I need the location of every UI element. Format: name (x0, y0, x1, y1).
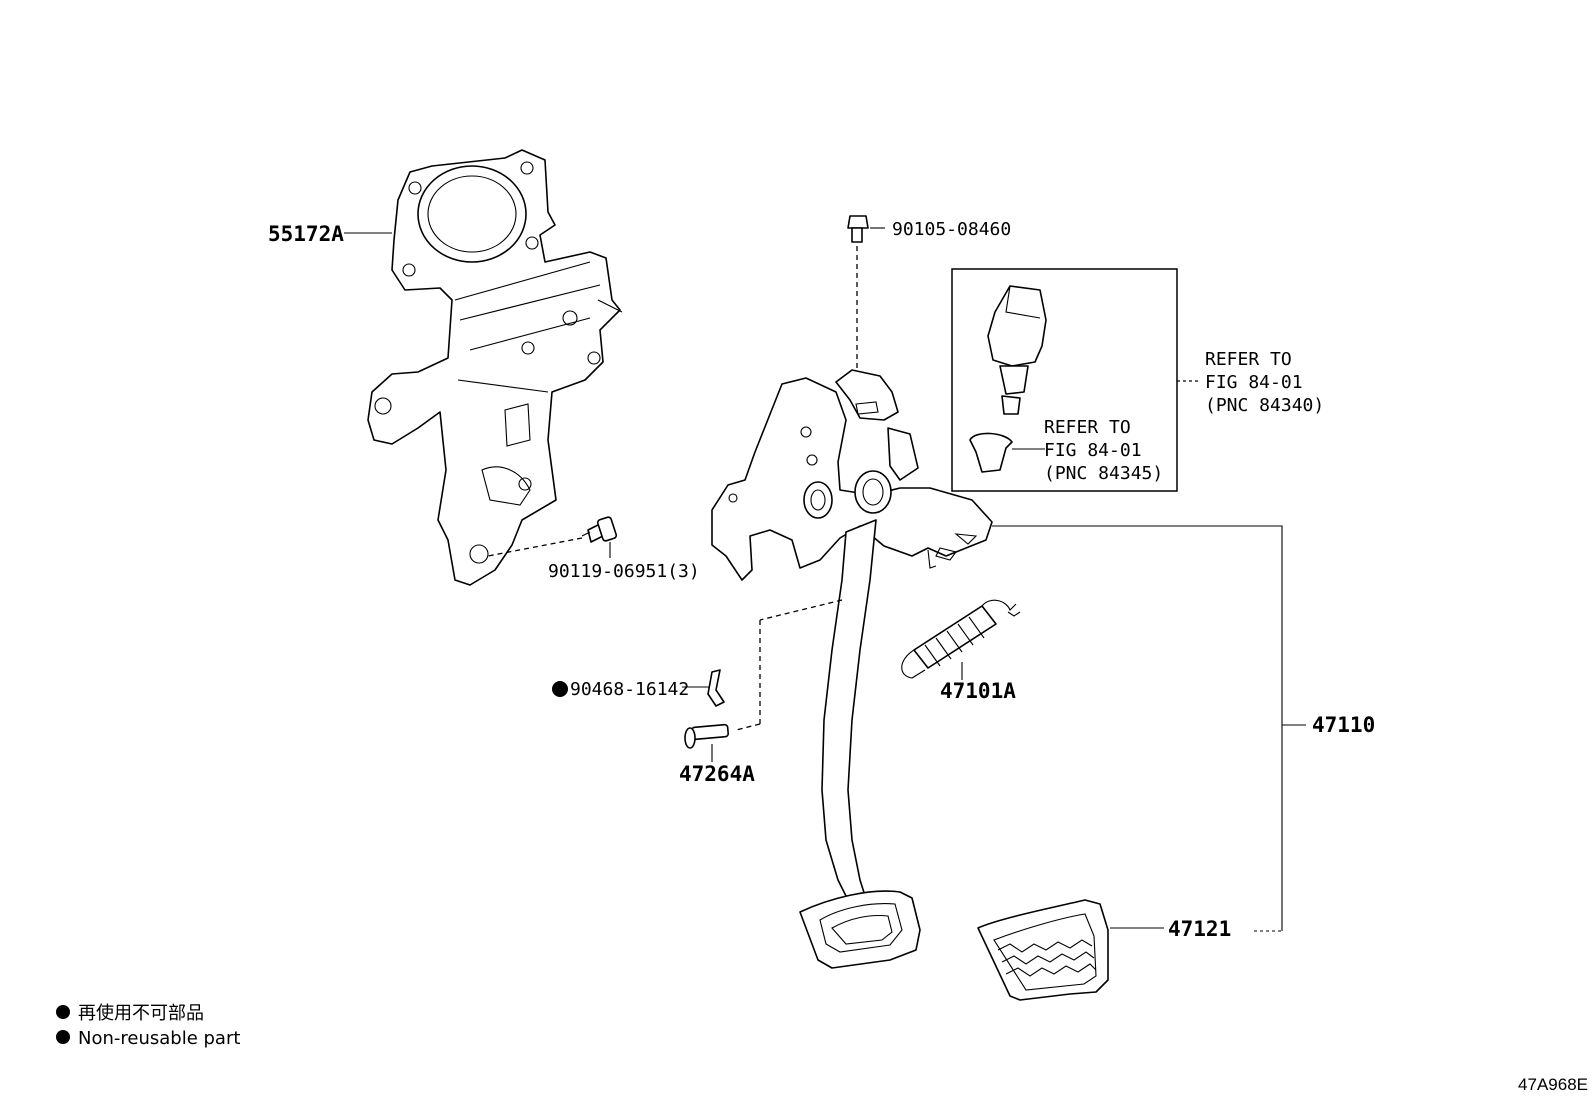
label-47264A: 47264A (679, 762, 755, 786)
legend-bullet-2 (56, 1030, 70, 1044)
stop-lamp-switch-part (987, 285, 1047, 415)
label-47110: 47110 (1312, 713, 1375, 737)
clip-part (707, 669, 725, 707)
non-reusable-marker (552, 681, 568, 697)
legend-japanese: 再使用不可部品 (78, 1003, 204, 1024)
bracket-bolt-part (581, 516, 618, 543)
pedal-bracket-part (367, 149, 623, 586)
refer-switch-line2: FIG 84-01 (1205, 372, 1303, 393)
figure-id: 47A968E (1518, 1075, 1588, 1094)
label-47101A: 47101A (940, 679, 1016, 703)
refer-cushion-line2: FIG 84-01 (1044, 440, 1142, 461)
top-bolt-part (847, 215, 869, 243)
clevis-pin-part (684, 723, 730, 749)
reference-box (951, 268, 1178, 492)
cushion-part (969, 432, 1045, 473)
legend-bullet-1 (56, 1005, 70, 1019)
brake-pedal-assembly-part (711, 369, 993, 969)
label-90105-08460: 90105-08460 (892, 219, 1011, 240)
label-90119-06951: 90119-06951(3) (548, 561, 700, 582)
refer-switch-line3: (PNC 84340) (1205, 395, 1324, 416)
refer-cushion-line1: REFER TO (1044, 417, 1131, 438)
label-90468-16142: 90468-16142 (570, 679, 689, 700)
legend-english: Non-reusable part (78, 1028, 240, 1049)
refer-cushion-line3: (PNC 84345) (1044, 463, 1163, 484)
label-55172A: 55172A (268, 222, 344, 246)
refer-switch-line1: REFER TO (1205, 349, 1292, 370)
brake-pedal-pad-part (977, 899, 1109, 1001)
return-spring-part (901, 599, 1021, 679)
label-47121: 47121 (1168, 917, 1231, 941)
